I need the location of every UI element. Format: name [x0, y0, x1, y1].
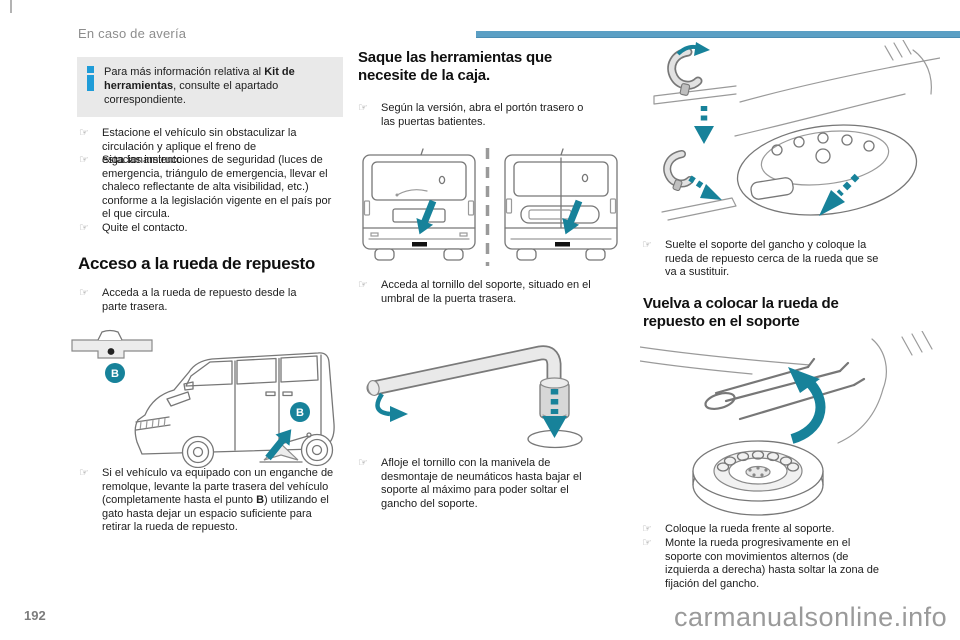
bullet-text: Siga las instrucciones de seguridad (luc…	[102, 154, 332, 221]
underbody-drawing	[640, 331, 933, 444]
hand-pointer-icon: ☞	[358, 279, 368, 291]
hand-pointer-icon: ☞	[79, 467, 89, 479]
info-note-text: Para más información relativa al Kit de …	[104, 65, 336, 107]
point-b-badge-inset: B	[105, 363, 125, 383]
hand-pointer-icon: ☞	[79, 154, 89, 166]
bullet-safety-instructions: ☞ Siga las instrucciones de seguridad (l…	[79, 154, 334, 222]
bullet-mount-wheel: ☞ Monte la rueda progresivamente en el s…	[642, 537, 890, 591]
bullet-text-bold: B	[256, 494, 265, 507]
bullet-text: Quite el contacto.	[102, 222, 188, 234]
bullet-access-screw: ☞ Acceda al tornillo del soporte, situad…	[358, 279, 616, 306]
van-drawing	[134, 352, 335, 468]
bullet-open-doors: ☞ Según la versión, abra el portón trase…	[358, 102, 598, 129]
svg-text:B: B	[296, 407, 304, 419]
bullet-release-support: ☞ Suelte el soporte del gancho y coloque…	[642, 239, 880, 280]
hand-pointer-icon: ☞	[79, 127, 89, 139]
spare-under-bumper-detail	[734, 40, 940, 216]
hook-release-illustration	[653, 40, 940, 221]
watermark: carmanualsonline.info	[674, 602, 948, 632]
spare-wheel-drawing	[692, 440, 824, 516]
hook-released-detail	[661, 150, 737, 221]
heading-access-spare-wheel: Acceso a la rueda de repuesto	[78, 254, 315, 273]
page-number: 192	[24, 608, 46, 623]
bullet-position-wheel: ☞ Coloque la rueda frente al soporte.	[642, 523, 904, 537]
wheelbrace-illustration	[366, 345, 583, 449]
info-note-post: , consulte el apartado correspondiente.	[104, 80, 279, 106]
info-icon	[87, 66, 94, 91]
refit-arrow	[788, 367, 826, 444]
van-rear-double-doors	[504, 148, 618, 261]
bullet-text: Si el vehículo va equipado con un enganc…	[102, 467, 334, 535]
info-note-bold: Kit de herramientas	[104, 66, 295, 92]
wheelbrace-drawing	[366, 345, 570, 419]
bullet-park-vehicle: ☞ Estacione el vehículo sin obstaculizar…	[79, 127, 334, 168]
bullet-text: Según la versión, abra el portón trasero…	[381, 102, 584, 128]
release-arrow	[688, 175, 722, 200]
section-accent-bar	[476, 31, 960, 38]
bullet-towbar-jack: ☞ Si el vehículo va equipado con un enga…	[79, 467, 334, 535]
bullet-text: Coloque la rueda frente al soporte.	[665, 523, 835, 535]
lower-support-arrow	[542, 389, 567, 438]
wheel-cradle-drawing	[704, 357, 866, 421]
van-side-illustration: B	[71, 329, 335, 468]
hand-pointer-icon: ☞	[358, 457, 368, 469]
hand-pointer-icon: ☞	[642, 537, 652, 549]
heading-refit-spare-wheel: Vuelva a colocar la rueda de repuesto en…	[643, 295, 839, 330]
info-icon-dot	[87, 66, 94, 73]
rotate-arrow	[375, 392, 408, 422]
bullet-switch-off-ignition: ☞ Quite el contacto.	[79, 222, 334, 236]
bolt-location-arrow	[416, 199, 437, 235]
heading-take-tools: Saque las herramientas que necesite de l…	[358, 49, 553, 84]
bullet-access-rear: ☞ Acceda a la rueda de repuesto desde la…	[79, 287, 304, 314]
hand-pointer-icon: ☞	[79, 222, 89, 234]
bullet-text: Afloje el tornillo con la manivela de de…	[381, 457, 582, 510]
bullet-text: Estacione el vehículo sin obstaculizar l…	[102, 127, 297, 167]
lift-arrow	[265, 429, 292, 461]
hand-pointer-icon: ☞	[642, 523, 652, 535]
bullet-text: Acceda a la rueda de repuesto desde la p…	[102, 287, 297, 313]
van-rear-tailgate	[362, 148, 476, 261]
bullet-text-segment: Si el vehículo va equipado con un enganc…	[102, 467, 334, 507]
bullet-text-segment: ) utilizando el gato hasta dejar un espa…	[102, 494, 329, 534]
van-rear-views-illustration	[362, 148, 618, 266]
rotate-arrow	[676, 42, 710, 56]
info-icon-bar	[87, 75, 94, 91]
refit-wheel-illustration	[640, 331, 933, 516]
lower-arrow	[694, 106, 714, 144]
section-header: En caso de avería	[78, 26, 187, 41]
lower-wheel-arrow	[819, 173, 860, 216]
hand-pointer-icon: ☞	[642, 239, 652, 251]
bullet-text: Suelte el soporte del gancho y coloque l…	[665, 239, 879, 279]
info-note-box: Para más información relativa al Kit de …	[77, 57, 343, 117]
bullet-text: Monte la rueda progresivamente en el sop…	[665, 537, 880, 590]
hook-attached-detail	[653, 42, 737, 144]
info-note-pre: Para más información relativa al	[104, 66, 265, 78]
svg-text:B: B	[111, 368, 119, 380]
hand-pointer-icon: ☞	[358, 102, 368, 114]
bullet-text: Acceda al tornillo del soporte, situado …	[381, 279, 591, 305]
point-b-badge-rear: B	[290, 402, 310, 422]
bumper-inset-detail	[71, 329, 153, 359]
bolt-location-arrow	[562, 199, 583, 235]
bullet-loosen-screw: ☞ Afloje el tornillo con la manivela de …	[358, 457, 586, 511]
crop-mark	[10, 0, 12, 13]
hand-pointer-icon: ☞	[79, 287, 89, 299]
